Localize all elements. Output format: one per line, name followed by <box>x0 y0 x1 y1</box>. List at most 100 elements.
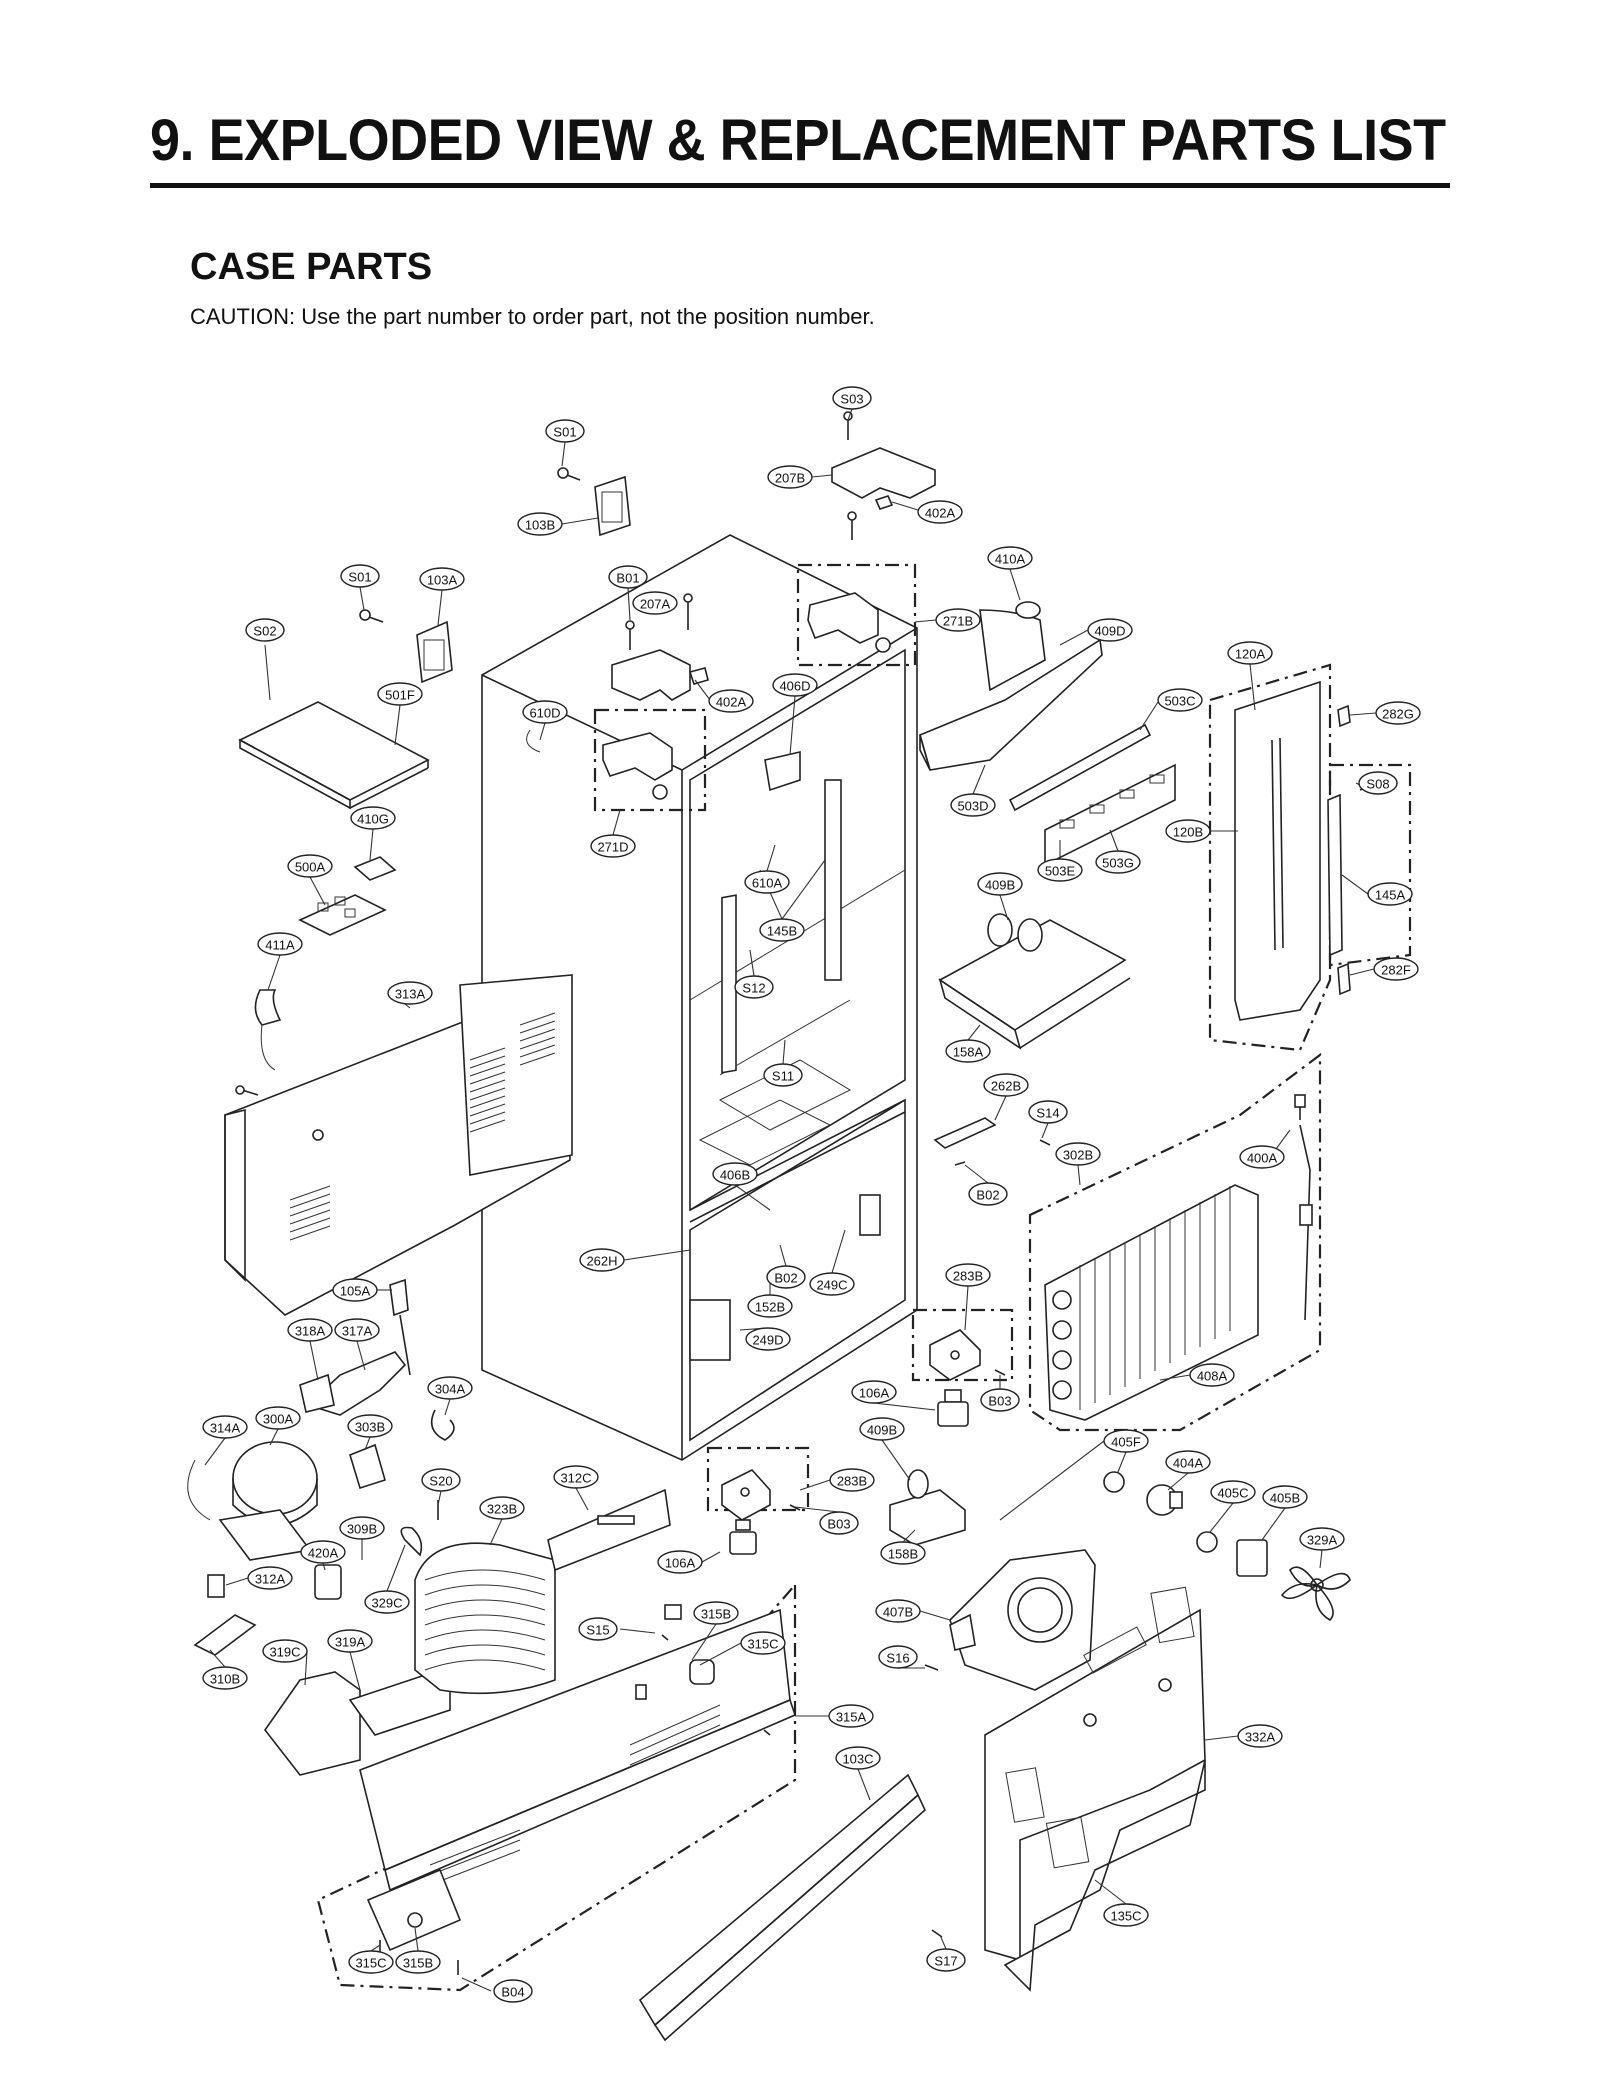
svg-text:B02: B02 <box>976 1188 999 1203</box>
position-label-500a: 500A <box>287 854 333 878</box>
position-label-s15: S15 <box>578 1617 618 1641</box>
svg-text:313A: 313A <box>395 987 426 1002</box>
position-label-315a: 315A <box>828 1704 874 1728</box>
position-label-310b: 310B <box>202 1666 248 1690</box>
svg-text:408A: 408A <box>1197 1369 1228 1384</box>
right-cover-panels <box>1234 680 1371 1021</box>
svg-text:409D: 409D <box>1094 624 1125 639</box>
rear-machine-cover <box>224 974 573 1316</box>
position-label-503c: 503C <box>1157 688 1203 712</box>
svg-text:283B: 283B <box>953 1269 983 1284</box>
svg-text:S01: S01 <box>348 570 371 585</box>
svg-text:B04: B04 <box>501 1985 524 2000</box>
svg-text:282F: 282F <box>1381 963 1411 978</box>
top-hinge-parts <box>359 411 936 800</box>
svg-text:249D: 249D <box>752 1333 783 1348</box>
position-label-283b: 283B <box>945 1263 991 1287</box>
position-label-271b: 271B <box>935 608 981 632</box>
rear-evaporator-cover <box>924 1586 1206 1992</box>
position-label-271d: 271D <box>590 834 636 858</box>
svg-text:501F: 501F <box>385 688 415 703</box>
position-label-329c: 329C <box>364 1590 410 1614</box>
position-label-302b: 302B <box>1055 1142 1101 1166</box>
svg-text:332A: 332A <box>1245 1730 1276 1745</box>
svg-text:S17: S17 <box>934 1954 957 1969</box>
svg-text:317A: 317A <box>342 1324 373 1339</box>
base-plate <box>359 1488 796 1975</box>
svg-text:103B: 103B <box>525 518 555 533</box>
svg-text:158A: 158A <box>953 1045 984 1060</box>
position-label-318a: 318A <box>287 1318 333 1342</box>
position-label-410a: 410A <box>987 546 1033 570</box>
svg-text:S01: S01 <box>553 425 576 440</box>
svg-text:271D: 271D <box>597 840 628 855</box>
position-label-135c: 135C <box>1103 1903 1149 1927</box>
svg-text:407B: 407B <box>883 1605 913 1620</box>
position-label-406d: 406D <box>772 673 818 697</box>
svg-text:S11: S11 <box>772 1069 794 1084</box>
svg-text:120B: 120B <box>1173 825 1203 840</box>
svg-text:405B: 405B <box>1270 1491 1300 1506</box>
svg-text:262B: 262B <box>991 1079 1021 1094</box>
position-label-313a: 313A <box>387 981 433 1005</box>
right-upper-parts <box>919 601 1176 1166</box>
svg-text:312C: 312C <box>560 1471 591 1486</box>
evaporator <box>1044 1094 1313 1421</box>
svg-text:B01: B01 <box>616 571 639 586</box>
position-label-400a: 400A <box>1239 1145 1285 1169</box>
position-label-410g: 410G <box>350 806 396 830</box>
position-label-103b: 103B <box>517 512 563 536</box>
svg-text:145B: 145B <box>767 924 797 939</box>
position-label-315c: 315C <box>740 1631 786 1655</box>
svg-text:249C: 249C <box>816 1278 847 1293</box>
svg-text:145A: 145A <box>1375 888 1406 903</box>
svg-text:310B: 310B <box>210 1672 240 1687</box>
position-label-409b: 409B <box>977 872 1023 896</box>
svg-text:312A: 312A <box>255 1572 286 1587</box>
position-label-323b: 323B <box>479 1496 525 1520</box>
svg-text:300A: 300A <box>263 1412 294 1427</box>
position-label-283b: 283B <box>829 1468 875 1492</box>
position-label-s14: S14 <box>1028 1100 1068 1124</box>
svg-text:409B: 409B <box>867 1423 897 1438</box>
svg-text:282G: 282G <box>1382 707 1414 722</box>
position-label-s20: S20 <box>421 1468 461 1492</box>
leader-lines <box>204 408 1377 1992</box>
position-label-249c: 249C <box>809 1272 855 1296</box>
position-label-503g: 503G <box>1095 850 1141 874</box>
svg-text:S08: S08 <box>1366 777 1389 792</box>
position-label-b01: B01 <box>608 565 648 589</box>
svg-text:406D: 406D <box>779 679 810 694</box>
svg-text:302B: 302B <box>1063 1148 1093 1163</box>
svg-text:503D: 503D <box>957 799 988 814</box>
position-label-402a: 402A <box>708 689 754 713</box>
svg-text:420A: 420A <box>308 1546 339 1561</box>
position-label-158a: 158A <box>945 1039 991 1063</box>
position-label-407b: 407B <box>875 1599 921 1623</box>
position-label-402a: 402A <box>917 500 963 524</box>
position-label-103c: 103C <box>835 1746 881 1770</box>
position-label-105a: 105A <box>332 1278 378 1302</box>
svg-text:315A: 315A <box>836 1710 867 1725</box>
position-label-b02: B02 <box>968 1182 1008 1206</box>
svg-text:503E: 503E <box>1045 864 1076 879</box>
position-label-332a: 332A <box>1237 1724 1283 1748</box>
svg-text:309B: 309B <box>347 1522 377 1537</box>
position-label-315c: 315C <box>348 1950 394 1974</box>
position-label-b03: B03 <box>819 1511 859 1535</box>
position-label-249d: 249D <box>745 1327 791 1351</box>
svg-text:271B: 271B <box>943 614 973 629</box>
svg-text:319C: 319C <box>269 1645 300 1660</box>
page-title: 9. EXPLODED VIEW & REPLACEMENT PARTS LIS… <box>150 108 1446 173</box>
svg-text:400A: 400A <box>1247 1151 1278 1166</box>
position-label-319c: 319C <box>262 1639 308 1663</box>
svg-text:303B: 303B <box>355 1420 385 1435</box>
svg-text:315C: 315C <box>747 1637 778 1652</box>
svg-text:304A: 304A <box>435 1382 466 1397</box>
position-label-317a: 317A <box>334 1318 380 1342</box>
svg-text:610D: 610D <box>529 706 560 721</box>
svg-text:106A: 106A <box>859 1386 890 1401</box>
position-label-405f: 405F <box>1103 1429 1149 1453</box>
position-label-145b: 145B <box>759 918 805 942</box>
svg-text:106A: 106A <box>665 1556 696 1571</box>
